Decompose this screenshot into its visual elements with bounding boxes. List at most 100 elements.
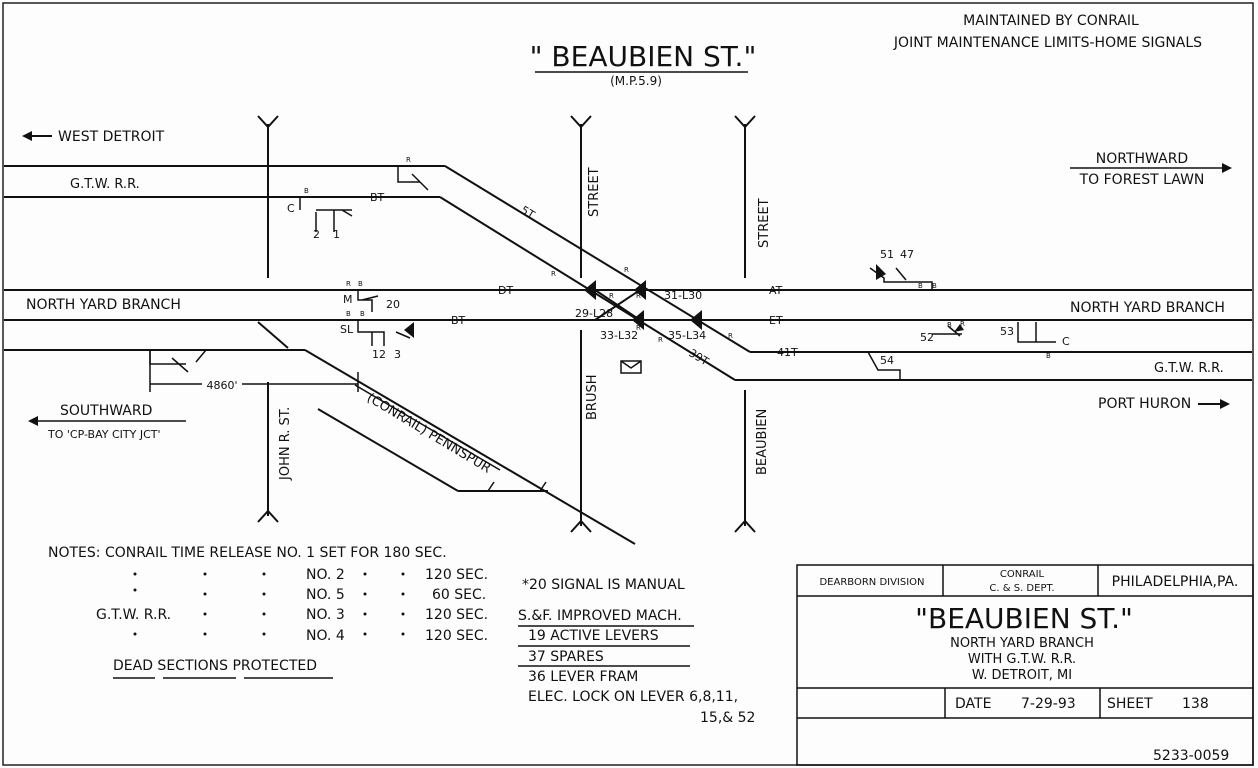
forest-lawn-label: TO FOREST LAWN <box>1079 172 1205 188</box>
nyb-label-right: NORTH YARD BRANCH <box>1070 300 1225 316</box>
pennspur-track <box>304 349 636 545</box>
gtw-label-left: G.T.W. R.R. <box>70 177 140 192</box>
notes-no2-sec: 120 SEC. <box>425 567 488 583</box>
southward-label: SOUTHWARD <box>60 403 152 419</box>
title-block-sub1: NORTH YARD BRANCH <box>950 636 1094 651</box>
port-huron-arrow-head <box>1220 399 1230 409</box>
title-block-grid <box>796 564 1254 766</box>
signal-54 <box>867 351 901 380</box>
tracks <box>4 165 1252 545</box>
distance-dimension <box>149 350 359 392</box>
signal-heads <box>404 264 964 338</box>
pennspur-turnout <box>257 321 289 349</box>
signal-sl: SL <box>340 323 354 336</box>
signal-20 <box>357 290 379 312</box>
signal-numbers: C 2 1 M 20 SL 12 3 31-L30 29-L28 33-L32 … <box>287 202 1070 367</box>
svg-text:B: B <box>932 282 937 290</box>
street-end-mark <box>257 115 279 129</box>
street-label-beaubien-upper: STREET <box>757 198 772 248</box>
signal-3-12 <box>357 320 411 346</box>
circuit-dt: DT <box>498 284 513 297</box>
svg-text:R: R <box>636 324 641 332</box>
svg-text:R: R <box>346 280 351 288</box>
sheet-label: SHEET <box>1107 696 1153 712</box>
west-detroit-label: WEST DETROIT <box>58 129 165 145</box>
port-huron-label: PORT HURON <box>1098 396 1191 412</box>
maintenance-note-line2: JOINT MAINTENANCE LIMITS-HOME SIGNALS <box>893 35 1202 51</box>
svg-text:R: R <box>728 332 733 340</box>
gtw-label-right: G.T.W. R.R. <box>1154 361 1224 376</box>
street-end-mark <box>734 519 756 533</box>
notes-no4-sec: 120 SEC. <box>425 628 488 644</box>
signal-head-3 <box>404 322 414 338</box>
active-levers-note: 19 ACTIVE LEVERS <box>528 628 659 644</box>
svg-text:B: B <box>346 310 351 318</box>
svg-text:R: R <box>406 156 411 164</box>
elec-lock-note: ELEC. LOCK ON LEVER 6,8,11, <box>528 689 738 705</box>
circuit-41t: 41T <box>777 346 798 359</box>
drawing-number: 5233-0059 <box>1153 748 1229 764</box>
signal-31-l30: 31-L30 <box>664 289 702 302</box>
machine-notes: *20 SIGNAL IS MANUAL S.&F. IMPROVED MACH… <box>518 577 755 726</box>
dept-line2: C. & S. DEPT. <box>989 583 1054 594</box>
svg-text:R: R <box>609 292 614 300</box>
svg-text:B: B <box>360 310 365 318</box>
date-label: DATE <box>955 696 991 712</box>
signal-54-num: 54 <box>880 354 894 367</box>
notes-no4: NO. 4 <box>306 628 345 644</box>
circuit-bt-lower: BT <box>451 314 466 327</box>
notes-no5-sec: 60 SEC. <box>432 587 486 603</box>
john-r-street-label: JOHN R. ST. <box>278 407 293 481</box>
plant-title: " BEAUBIEN ST." <box>530 40 757 73</box>
signal-head-33 <box>632 310 644 330</box>
svg-text:R: R <box>636 292 641 300</box>
streets <box>257 115 756 533</box>
svg-text:B: B <box>358 280 363 288</box>
circuit-39t: 39T <box>686 346 711 368</box>
signal-29-l28: 29-L28 <box>575 307 613 320</box>
northward-label: NORTHWARD <box>1096 151 1188 167</box>
signal-1: 1 <box>333 228 340 241</box>
dead-sections-note: DEAD SECTIONS PROTECTED <box>113 658 317 674</box>
signal-35-l34: 35-L34 <box>668 329 706 342</box>
signal-head-35 <box>690 310 702 330</box>
pennspur-label: (CONRAIL) PENNSPUR <box>364 391 493 477</box>
signal-2: 2 <box>313 228 320 241</box>
signal-head-52 <box>954 324 964 332</box>
date-value: 7-29-93 <box>1021 696 1076 712</box>
notes-no2: NO. 2 <box>306 567 345 583</box>
milepost: (M.P.5.9) <box>610 74 662 88</box>
signal-symbols <box>149 166 1056 492</box>
ditto-marks <box>133 572 405 636</box>
svg-text:R: R <box>624 266 629 274</box>
notes-no3: NO. 3 <box>306 607 345 623</box>
improved-machine-note: S.&F. IMPROVED MACH. <box>518 608 682 624</box>
pennspur-signals <box>487 481 547 492</box>
svg-text:B: B <box>1046 352 1051 360</box>
street-label-brush-upper: STREET <box>587 167 602 217</box>
signal-51: 51 <box>880 248 894 261</box>
signal-1-2 <box>299 197 353 232</box>
signal-c-west: C <box>287 202 295 215</box>
lever-frame-note: 36 LEVER FRAM <box>528 669 638 685</box>
machine-note-rules <box>518 625 694 667</box>
street-end-mark <box>570 115 592 129</box>
street-end-mark <box>570 519 592 533</box>
signal-3: 3 <box>394 348 401 361</box>
signal-head-51 <box>876 264 886 280</box>
signal-33-l32: 33-L32 <box>600 329 638 342</box>
svg-text:B: B <box>918 282 923 290</box>
northward-arrow-head <box>1222 163 1232 173</box>
svg-text:R: R <box>658 336 663 344</box>
signal-53 <box>1017 322 1056 343</box>
circuit-et: ET <box>769 314 783 327</box>
notes-no5: NO. 5 <box>306 587 345 603</box>
signal-m: M <box>343 293 353 306</box>
beaubien-street-label: BEAUBIEN <box>755 409 770 475</box>
circuit-5t: 5T <box>518 203 537 221</box>
nyb-label-left: NORTH YARD BRANCH <box>26 297 181 313</box>
pennspur-label-line <box>354 384 501 471</box>
svg-text:R: R <box>960 320 965 328</box>
